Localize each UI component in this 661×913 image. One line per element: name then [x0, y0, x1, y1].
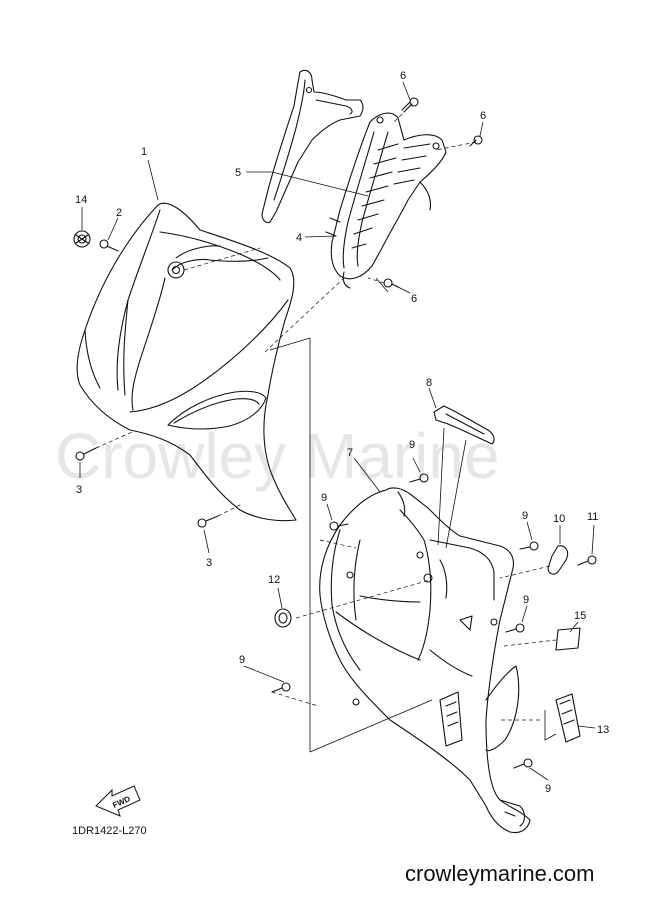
screw-part-9-c — [519, 541, 539, 551]
callout-9-a: 9 — [409, 439, 415, 451]
callout-labels: 1 2 14 5 6 6 4 6 3 3 8 7 9 9 9 10 11 12 … — [75, 70, 609, 795]
callout-8: 8 — [426, 377, 432, 389]
callout-6-bottom: 6 — [411, 293, 417, 305]
callout-3-left: 3 — [76, 484, 82, 496]
clip-part-10 — [547, 545, 569, 575]
callout-9-d: 9 — [523, 594, 529, 606]
screw-part-11 — [577, 555, 597, 566]
bracket-part-5 — [261, 69, 364, 224]
callout-11: 11 — [587, 511, 598, 523]
callout-9-e: 9 — [239, 654, 245, 666]
bracket-mark — [544, 710, 557, 741]
screw-part-3-center — [197, 515, 219, 528]
screw-part-9-d — [505, 623, 525, 633]
watermark-text: Crowley Marine — [55, 420, 500, 492]
callout-13: 13 — [597, 724, 609, 736]
grille-part-4 — [325, 112, 447, 289]
diagram-code: 1DR1422-L270 — [72, 825, 147, 837]
callout-9-b: 9 — [321, 492, 327, 504]
screw-part-3-left — [75, 447, 97, 461]
callout-12: 12 — [268, 574, 280, 586]
leader-lines — [79, 81, 596, 781]
front-cover-part-1 — [76, 202, 297, 522]
inner-panel-part-7 — [319, 487, 531, 834]
callout-7: 7 — [347, 447, 353, 459]
callout-14: 14 — [75, 194, 87, 206]
callout-3-center: 3 — [206, 557, 212, 569]
callout-6-top: 6 — [400, 70, 406, 82]
cap-part-13 — [555, 693, 581, 743]
callout-10: 10 — [553, 513, 565, 525]
screw-part-6-bottom — [383, 278, 399, 288]
callout-6-right: 6 — [480, 110, 486, 122]
callout-5: 5 — [235, 167, 241, 179]
bracket-part-8 — [433, 405, 495, 445]
screw-part-9-e — [271, 682, 291, 693]
callout-4: 4 — [296, 232, 302, 244]
screw-part-9-f — [513, 758, 533, 769]
grommet-part-12 — [274, 608, 292, 628]
reference-frame — [269, 277, 467, 753]
site-footer: crowleymarine.com — [405, 861, 595, 886]
screw-part-9-a — [409, 473, 429, 483]
label-part-15 — [555, 627, 581, 651]
screw-part-6-top — [401, 97, 419, 113]
screw-part-6-right — [469, 135, 483, 147]
screw-part-9-b — [329, 521, 349, 531]
callout-2: 2 — [116, 207, 122, 219]
callout-9-f: 9 — [545, 783, 551, 795]
grommet-part-14 — [73, 230, 91, 248]
screw-part-2 — [99, 239, 119, 252]
alignment-lines — [95, 103, 557, 721]
callout-9-c: 9 — [522, 510, 528, 522]
callout-15: 15 — [574, 610, 586, 622]
fwd-arrow-icon: FWD — [95, 785, 141, 817]
callout-1: 1 — [141, 146, 147, 158]
